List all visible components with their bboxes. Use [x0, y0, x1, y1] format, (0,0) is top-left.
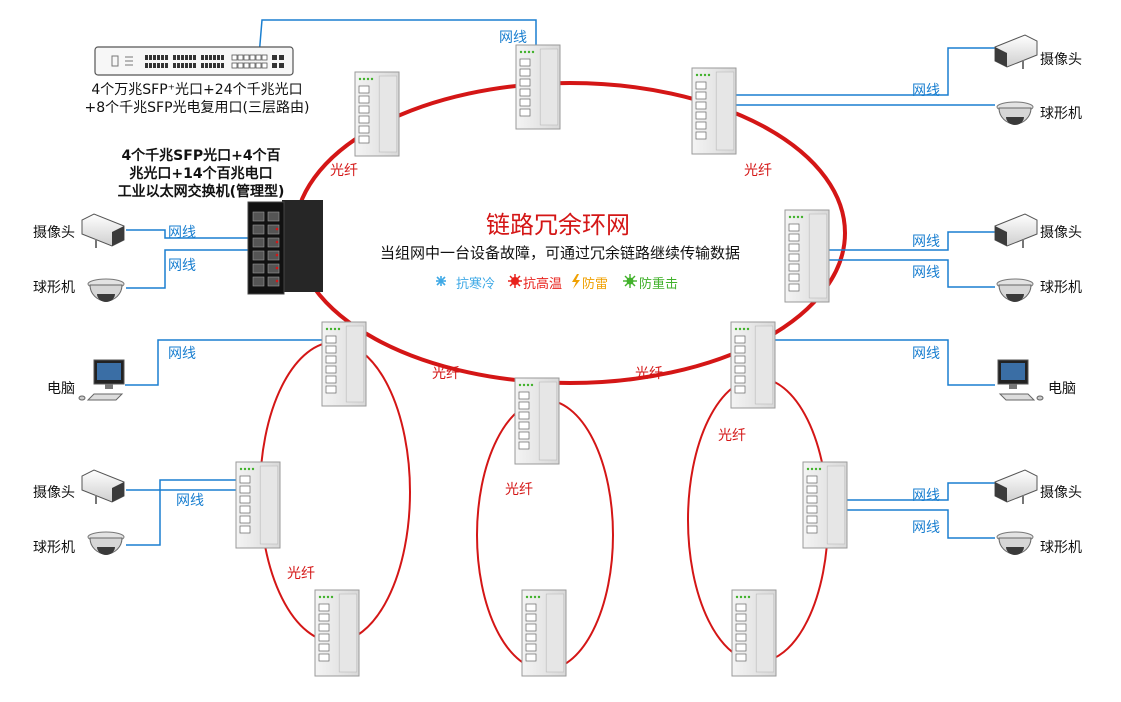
dome-label: 球形机: [1040, 540, 1082, 556]
camera-label: 摄像头: [1040, 52, 1082, 68]
core-switch-desc-line1: 4个万兆SFP⁺光口+24个千兆光口: [91, 82, 303, 98]
cable-label: 网线: [912, 265, 940, 281]
dome-camera-icon: [996, 101, 1034, 125]
snowflake-icon: [436, 276, 446, 286]
din-switch: [514, 377, 560, 465]
bullet-camera-icon: [994, 213, 1038, 248]
feature-icons: [436, 274, 637, 289]
diagram-subtitle: 当组网中一台设备故障，可通过冗余链路继续传输数据: [379, 244, 740, 262]
cable-label: 网线: [168, 346, 196, 362]
pc-label: 电脑: [47, 381, 75, 397]
managed-switch: [247, 200, 323, 295]
fiber-label: 光纤: [635, 366, 663, 382]
dome-label: 球形机: [33, 540, 75, 556]
managed-switch-desc-line1: 4个千兆SFP光口+4个百: [121, 148, 281, 164]
din-switch: [731, 589, 777, 677]
dome-label: 球形机: [33, 280, 75, 296]
lightning-icon: [572, 274, 580, 289]
bullet-camera-icon: [81, 213, 125, 248]
managed-switch-desc-line3: 工业以太网交换机(管理型): [117, 184, 285, 200]
bullet-camera-icon: [994, 34, 1038, 69]
cable-label: 网线: [912, 234, 940, 250]
fiber-label: 光纤: [287, 566, 315, 582]
cable-label: 网线: [168, 225, 196, 241]
din-switch: [354, 71, 400, 157]
dome-camera-icon: [87, 531, 125, 555]
din-switch: [784, 209, 830, 303]
din-switch: [314, 589, 360, 677]
camera-label: 摄像头: [33, 225, 75, 241]
din-switch: [515, 44, 561, 130]
core-switch-description: 4个万兆SFP⁺光口+24个千兆光口 +8个千兆SFP光电复用口(三层路由): [82, 81, 312, 117]
endpoint-devices: [78, 34, 1044, 555]
network-cables: [125, 19, 995, 546]
diagram-title: 链路冗余环网: [486, 211, 630, 239]
managed-switch-desc-line2: 兆光口+14个百兆电口: [129, 166, 273, 182]
din-switch: [521, 589, 567, 677]
dome-label: 球形机: [1040, 280, 1082, 296]
din-switch: [802, 461, 848, 549]
burst-icon: [623, 274, 637, 288]
cable-label: 网线: [168, 258, 196, 274]
fiber-label: 光纤: [718, 428, 746, 444]
core-switch-desc-line2: +8个千兆SFP光电复用口(三层路由): [84, 100, 310, 116]
core-switch: [94, 46, 294, 76]
sun-icon: [508, 274, 522, 288]
camera-label: 摄像头: [33, 485, 75, 501]
cable-label: 网线: [912, 520, 940, 536]
cable-label: 网线: [499, 30, 527, 46]
camera-label: 摄像头: [1040, 225, 1082, 241]
managed-switch-description: 4个千兆SFP光口+4个百 兆光口+14个百兆电口 工业以太网交换机(管理型): [92, 147, 310, 201]
computer-icon: [997, 359, 1044, 401]
bullet-camera-icon: [994, 469, 1038, 504]
fiber-label: 光纤: [432, 366, 460, 382]
dome-camera-icon: [996, 531, 1034, 555]
cable-label: 网线: [176, 493, 204, 509]
dome-label: 球形机: [1040, 106, 1082, 122]
camera-label: 摄像头: [1040, 485, 1082, 501]
din-switch: [321, 321, 367, 407]
feature-cold: 抗寒冷: [456, 277, 496, 292]
din-switch: [730, 321, 776, 409]
fiber-label: 光纤: [505, 482, 533, 498]
fiber-label: 光纤: [744, 163, 772, 179]
fiber-label: 光纤: [330, 163, 358, 179]
cable-label: 网线: [912, 83, 940, 99]
dome-camera-icon: [996, 278, 1034, 302]
feature-impact: 防重击: [639, 277, 679, 292]
feature-heat: 抗高温: [523, 277, 563, 292]
pc-label: 电脑: [1048, 381, 1076, 397]
cable-label: 网线: [912, 346, 940, 362]
feature-thunder: 防雷: [582, 277, 609, 292]
computer-icon: [78, 359, 125, 401]
cable-label: 网线: [912, 488, 940, 504]
dome-camera-icon: [87, 278, 125, 302]
bullet-camera-icon: [81, 469, 125, 504]
din-switch: [691, 67, 737, 155]
ring-switches: [235, 44, 848, 677]
din-switch: [235, 461, 281, 549]
